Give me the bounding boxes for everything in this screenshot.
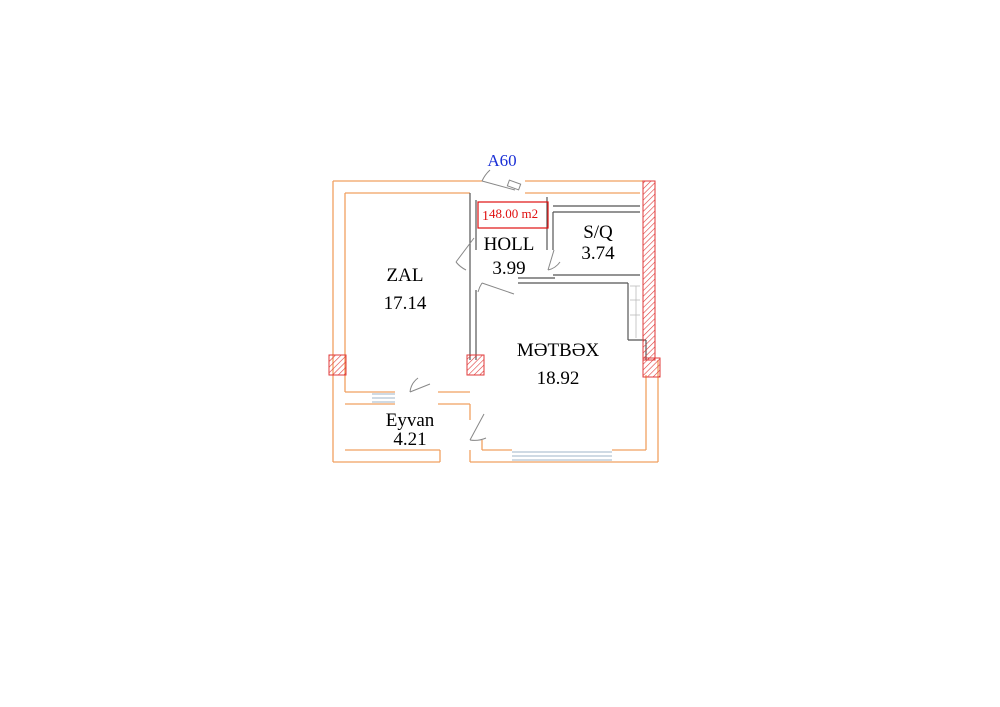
outer-walls	[332, 180, 659, 463]
entry-door	[481, 169, 516, 191]
column-right	[642, 357, 661, 378]
room-sq-area: 3.74	[581, 243, 615, 264]
total-area: 48.00 m2	[489, 206, 538, 221]
kitchen-counter	[630, 285, 640, 338]
windows	[372, 393, 612, 461]
room-metbex-area: 18.92	[537, 368, 580, 389]
metbex-door	[477, 282, 515, 295]
room-eyvan-area: 4.21	[393, 429, 426, 450]
room-eyvan-name: Eyvan	[386, 410, 435, 431]
hatched-wall-right	[642, 180, 656, 361]
room-zal-area: 17.14	[384, 293, 427, 314]
columns	[328, 354, 661, 378]
room-holl-name: HOLL	[484, 234, 535, 255]
room-zal-name: ZAL	[387, 265, 424, 286]
doors	[409, 169, 561, 441]
balcony-door	[409, 377, 431, 393]
area-index: 1	[482, 209, 489, 224]
sq-door	[547, 249, 561, 271]
balcony-side-door	[469, 413, 487, 441]
column-left	[328, 354, 347, 376]
column-center	[466, 354, 485, 376]
zal-door	[455, 237, 475, 271]
area-box: 1 48.00 m2	[477, 201, 549, 229]
room-holl-area: 3.99	[492, 258, 525, 279]
room-sq-name: S/Q	[583, 222, 613, 243]
room-metbex-name: MƏTBƏX	[517, 340, 600, 361]
unit-code: A60	[487, 151, 516, 170]
